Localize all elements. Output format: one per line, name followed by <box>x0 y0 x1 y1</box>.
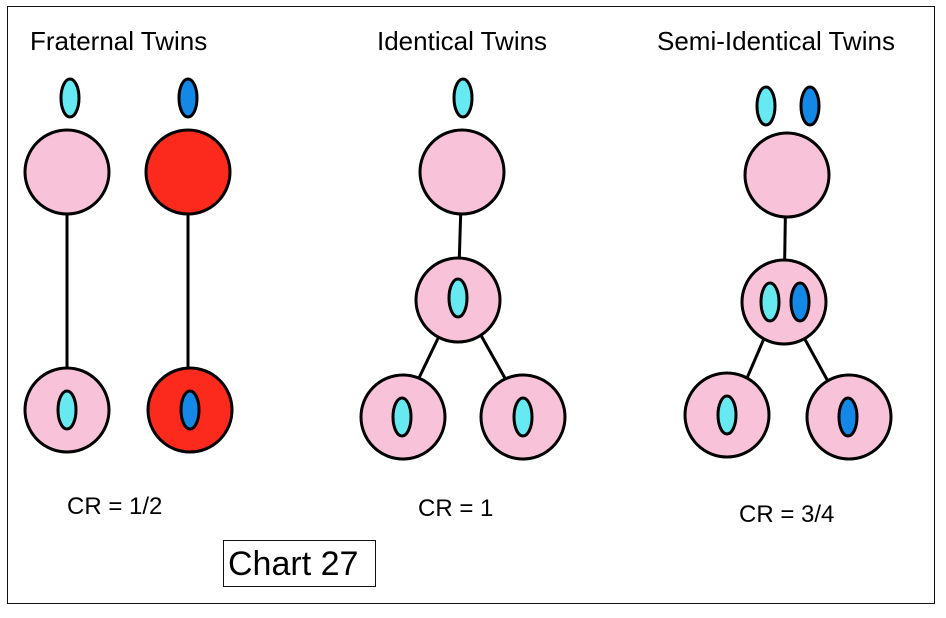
nucleus-blue <box>179 389 201 431</box>
zygote-pink <box>740 258 828 346</box>
cr-identical: CR = 1 <box>418 495 494 522</box>
chart-label-box <box>223 540 376 587</box>
title-semi-identical-twins: Semi-Identical Twins <box>657 26 895 56</box>
egg-cell-red <box>144 128 232 216</box>
chart-label: Chart 27 <box>228 545 359 583</box>
nucleus-cyan <box>716 394 738 436</box>
connector-line <box>476 329 508 381</box>
nucleus-cyan <box>759 281 781 323</box>
sperm-blue <box>799 85 821 127</box>
nucleus-blue <box>789 281 811 323</box>
sperm-blue <box>177 77 199 119</box>
identical-twins-diagram <box>359 77 567 461</box>
nucleus-cyan <box>447 277 469 319</box>
nucleus-cyan <box>56 389 78 431</box>
sperm-cyan <box>59 77 81 119</box>
egg-cell-pink <box>23 128 111 216</box>
sperm-cyan <box>755 85 777 127</box>
semi-identical-twins-diagram <box>683 85 893 461</box>
diagram-frame <box>7 6 935 604</box>
cr-semi-identical: CR = 3/4 <box>739 501 835 528</box>
nucleus-blue <box>837 396 859 438</box>
sperm-cyan <box>452 77 474 119</box>
cr-fraternal: CR = 1/2 <box>67 493 163 520</box>
egg-cell-pink <box>418 128 506 216</box>
egg-cell-pink <box>743 131 831 219</box>
connector-line <box>800 333 832 386</box>
nucleus-cyan <box>512 396 534 438</box>
nucleus-cyan <box>391 396 413 438</box>
title-identical-twins: Identical Twins <box>377 26 548 56</box>
title-fraternal-twins: Fraternal Twins <box>30 26 208 56</box>
connector-line <box>742 333 768 386</box>
fraternal-twins-diagram <box>23 77 234 454</box>
